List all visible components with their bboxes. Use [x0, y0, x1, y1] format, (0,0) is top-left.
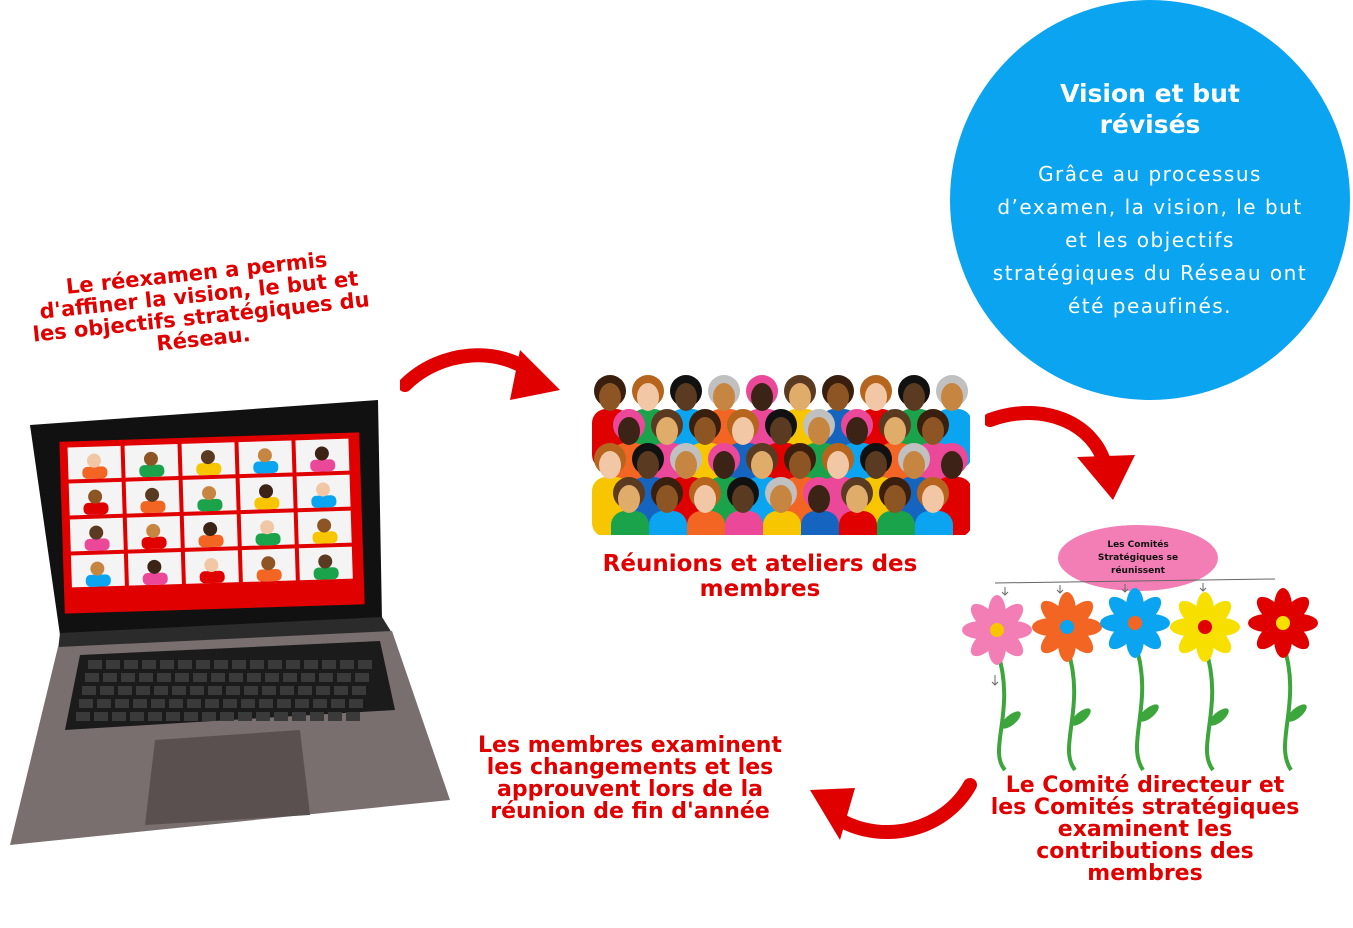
members-review-caption: Les membres examinent les changements et… [478, 733, 782, 824]
flowers-illustration [962, 578, 1318, 772]
vision-title: Vision et but révisés [1060, 79, 1240, 139]
vision-circle [950, 0, 1350, 400]
laptop-caption: Le réexamen a permis d'affiner la vision… [31, 247, 371, 356]
curved-arrow-icon [400, 348, 560, 400]
curved-arrow-icon [810, 778, 977, 840]
curved-arrow-icon [985, 405, 1135, 500]
crowd-illustration [592, 375, 970, 535]
meetings-caption: Réunions et ateliers des membres [602, 551, 918, 602]
vision-body: Grâce au processus d’examen, la vision, … [992, 162, 1308, 318]
committee-caption: Le Comité directeur et les Comités strat… [990, 773, 1300, 886]
laptop-illustration [10, 400, 450, 845]
